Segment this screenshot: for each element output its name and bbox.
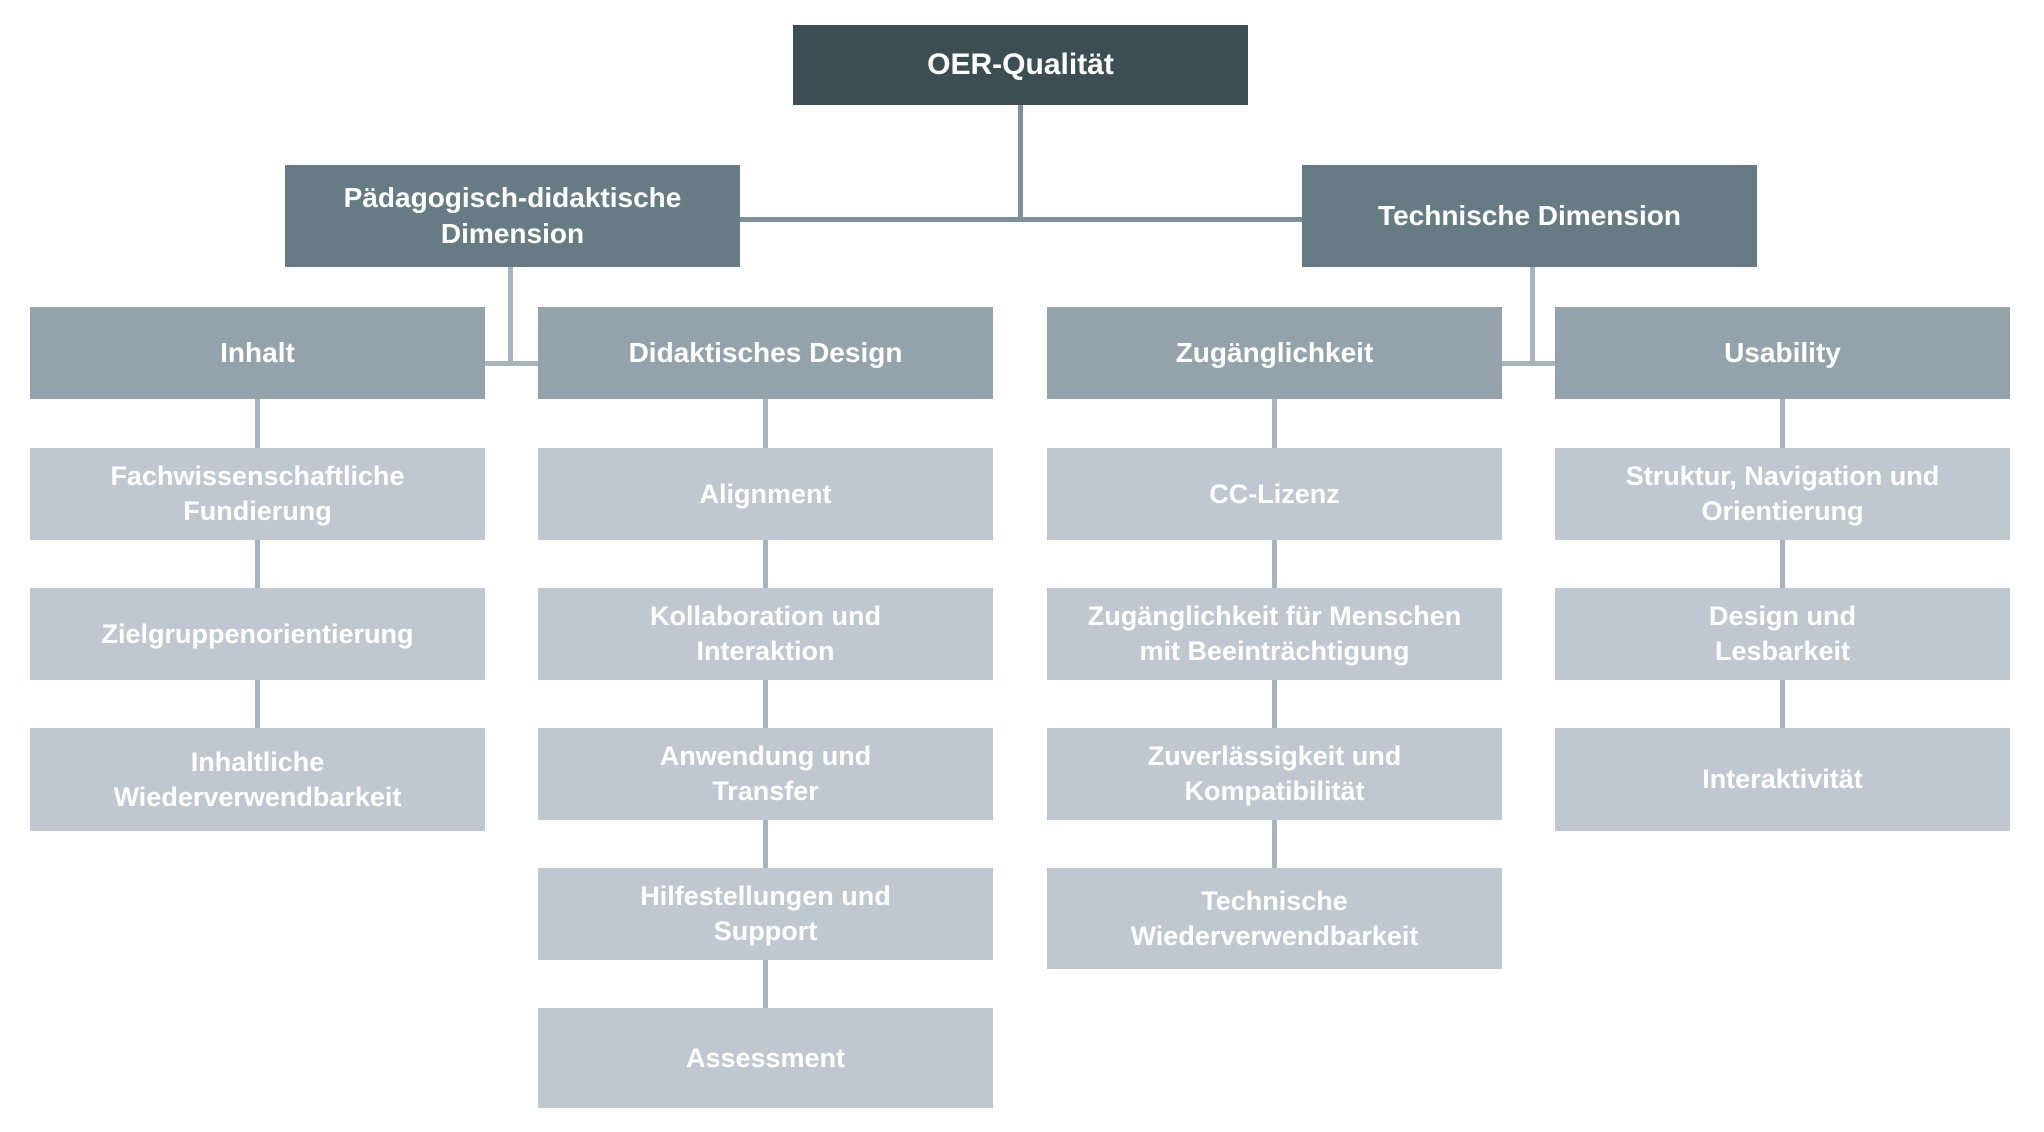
node-leaf-technische-wiederverwendbarkeit[interactable]: Technische Wiederverwendbarkeit [1047, 868, 1502, 969]
node-leaf-design-und-lesbarkeit[interactable]: Design und Lesbarkeit [1555, 588, 2010, 680]
node-root-oer-qualitaet[interactable]: OER-Qualität [793, 25, 1248, 105]
node-leaf-alignment[interactable]: Alignment [538, 448, 993, 540]
node-category-zugaenglichkeit-label: Zugänglichkeit [1175, 337, 1374, 369]
node-category-didaktisches-design-label: Didaktisches Design [628, 337, 903, 369]
connector-root-stem [1018, 104, 1023, 219]
node-leaf-fachwissenschaftliche-fundierung[interactable]: Fachwissenschaftliche Fundierung [30, 448, 485, 540]
node-dimension-paedagogisch-didaktische-label: Pädagogisch-didaktische Dimension [343, 182, 682, 249]
node-leaf-label: Alignment [699, 478, 832, 509]
node-leaf-label: Inhaltliche Wiederverwendbarkeit [113, 746, 402, 812]
node-dimension-technische[interactable]: Technische Dimension [1302, 165, 1757, 267]
node-leaf-zugaenglichkeit-fuer-menschen-mit-beeintraechtigung[interactable]: Zugänglichkeit für Menschen mit Beeinträ… [1047, 588, 1502, 680]
node-leaf-label: Zugänglichkeit für Menschen mit Beeinträ… [1087, 601, 1462, 666]
node-leaf-struktur-navigation-und-orientierung[interactable]: Struktur, Navigation und Orientierung [1555, 448, 2010, 540]
node-leaf-label: Struktur, Navigation und Orientierung [1625, 461, 1940, 526]
node-leaf-label: Assessment [685, 1042, 846, 1073]
connector-technical-bus [1397, 361, 1669, 366]
connector-pedagogical-stem [508, 267, 513, 365]
connector-dimension-bus [735, 217, 1307, 222]
node-leaf-label: Kollaboration und Interaktion [650, 601, 881, 666]
node-root-label: OER-Qualität [927, 47, 1114, 81]
node-leaf-label: Zielgruppenorientierung [101, 618, 414, 649]
node-leaf-label: Interaktivität [1702, 764, 1863, 795]
node-leaf-anwendung-und-transfer[interactable]: Anwendung und Transfer [538, 728, 993, 820]
node-dimension-technische-label: Technische Dimension [1378, 200, 1681, 232]
connector-technical-stem [1530, 267, 1535, 365]
node-leaf-label: Zuverlässigkeit und Kompatibilität [1147, 741, 1402, 806]
node-category-inhalt[interactable]: Inhalt [30, 307, 485, 399]
node-category-zugaenglichkeit[interactable]: Zugänglichkeit [1047, 307, 1502, 399]
node-leaf-zuverlaessigkeit-und-kompatibilitaet[interactable]: Zuverlässigkeit und Kompatibilität [1047, 728, 1502, 820]
node-category-didaktisches-design[interactable]: Didaktisches Design [538, 307, 993, 399]
node-leaf-kollaboration-und-interaktion[interactable]: Kollaboration und Interaktion [538, 588, 993, 680]
node-leaf-label: Technische Wiederverwendbarkeit [1130, 885, 1419, 951]
connector-column-zugaenglichkeit-spine [1272, 399, 1277, 969]
node-leaf-cc-lizenz[interactable]: CC-Lizenz [1047, 448, 1502, 540]
node-leaf-label: CC-Lizenz [1209, 478, 1340, 509]
node-leaf-label: Anwendung und Transfer [659, 741, 872, 806]
node-leaf-label: Design und Lesbarkeit [1709, 601, 1856, 666]
node-category-usability-label: Usability [1724, 337, 1841, 369]
node-dimension-paedagogisch-didaktische[interactable]: Pädagogisch-didaktische Dimension [285, 165, 740, 267]
node-leaf-label: Fachwissenschaftliche Fundierung [110, 461, 405, 526]
node-leaf-interaktivitaet[interactable]: Interaktivität [1555, 728, 2010, 831]
node-leaf-assessment[interactable]: Assessment [538, 1008, 993, 1108]
node-leaf-label: Hilfestellungen und Support [640, 881, 891, 946]
node-leaf-hilfestellungen-und-support[interactable]: Hilfestellungen und Support [538, 868, 993, 960]
node-leaf-zielgruppenorientierung[interactable]: Zielgruppenorientierung [30, 588, 485, 680]
node-category-inhalt-label: Inhalt [220, 337, 295, 369]
node-leaf-inhaltliche-wiederverwendbarkeit[interactable]: Inhaltliche Wiederverwendbarkeit [30, 728, 485, 831]
connector-pedagogical-bus [374, 361, 646, 366]
node-category-usability[interactable]: Usability [1555, 307, 2010, 399]
